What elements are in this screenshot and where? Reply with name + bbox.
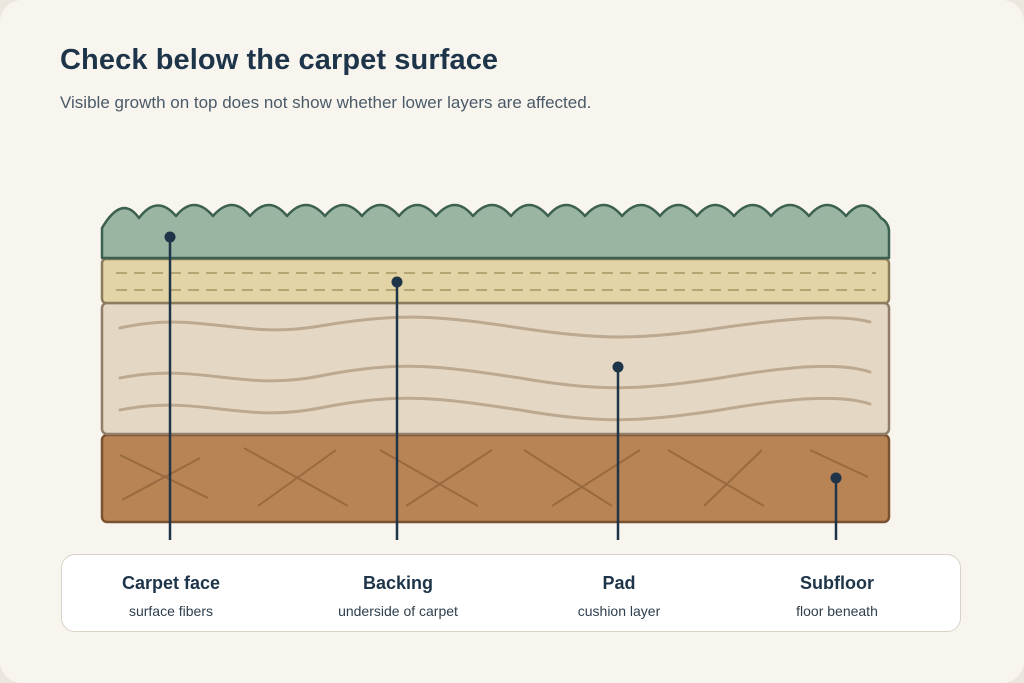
legend-desc: surface fibers [128,603,214,619]
pad-wave-lines [118,315,872,422]
leader-lines [168,237,838,540]
leader-dot-backing [391,276,403,288]
pad-layer [100,301,891,436]
legend-desc: cushion layer [577,603,661,619]
legend-name: Pad [602,573,636,593]
leader-dot-carpet-face [164,231,176,243]
layer-legend: Carpet face surface fibers Backing under… [61,554,961,632]
legend-desc: floor beneath [796,603,878,619]
leader-dot-pad [612,361,624,373]
backing-layer [100,257,891,305]
subfloor-layer [100,433,891,524]
page-subtitle: Visible growth on top does not show whet… [60,93,592,112]
leader-dots [164,231,842,484]
legend-name: Subfloor [800,573,874,593]
legend-desc: underside of carpet [338,603,458,619]
legend-name: Backing [362,573,434,593]
carpet-face-layer [100,203,891,260]
legend-name: Carpet face [121,573,221,593]
wood-grain-marks [119,447,869,507]
backing-stitch-lines [116,272,876,291]
page-title: Check below the carpet surface [60,44,499,76]
leader-dot-subfloor [830,472,842,484]
